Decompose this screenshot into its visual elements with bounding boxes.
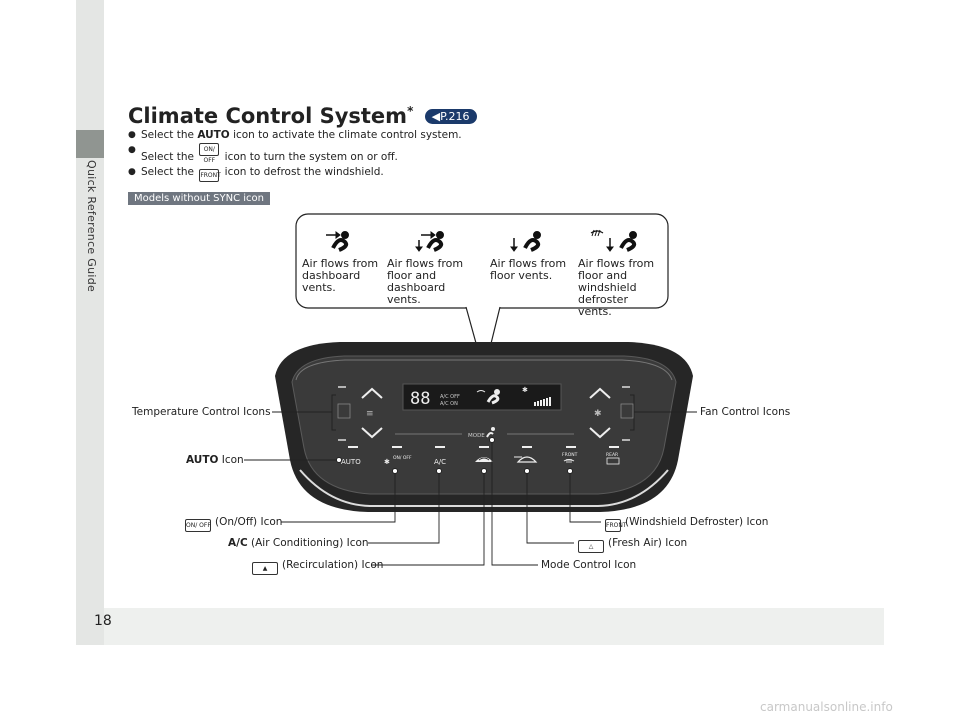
- mode-button-label: MODE: [468, 433, 485, 439]
- mode-label-floor: Air flows from floor vents.: [490, 257, 567, 282]
- ac-on-readout: A/C ON: [440, 401, 458, 407]
- fresh-air-button[interactable]: [514, 456, 538, 463]
- fresh-air-callout-text: (Fresh Air) Icon: [608, 537, 688, 549]
- display-mode-icon: [476, 389, 500, 405]
- onoff-button-label: ON/ OFF: [393, 455, 412, 461]
- floor-windshield-vent-icon: [590, 229, 637, 252]
- svg-text:✱: ✱: [384, 458, 390, 466]
- defroster-callout-text: (Windshield Defroster) Icon: [625, 516, 769, 528]
- onoff-icon: ON/ OFF: [185, 519, 211, 532]
- fan-icon: ✱: [594, 409, 602, 419]
- mode-button-icon[interactable]: [486, 427, 495, 438]
- mode-callout: Mode Control Icon: [541, 559, 637, 571]
- fan-callout: Fan Control Icons: [700, 406, 791, 418]
- list-item: Select the AUTO icon to activate the cli…: [128, 128, 462, 143]
- auto-button[interactable]: AUTO: [341, 458, 361, 466]
- ac-callout-bold: A/C: [228, 537, 248, 549]
- floor-vent-icon: [510, 231, 541, 252]
- fresh-air-callout: △ (Fresh Air) Icon: [578, 537, 687, 553]
- mode-label-floor-dashboard: Air flows from floor and dashboard vents…: [387, 257, 464, 306]
- rear-defroster-button[interactable]: REAR: [606, 452, 620, 465]
- ac-off-readout: A/C OFF: [440, 394, 460, 400]
- recirculation-callout-text: (Recirculation) Icon: [282, 559, 384, 571]
- model-badge: Models without SYNC icon: [128, 192, 271, 205]
- ac-callout-text: (Air Conditioning) Icon: [247, 537, 369, 549]
- temp-readout: 88: [410, 389, 430, 409]
- mode-label-dashboard: Air flows from dashboard vents.: [302, 257, 379, 294]
- bullet-text: icon to turn the system on or off.: [221, 151, 398, 163]
- recirculation-icon: ▲: [252, 562, 278, 575]
- auto-keyword: AUTO: [197, 129, 230, 141]
- title-asterisk: *: [407, 104, 414, 118]
- onoff-button[interactable]: ✱ ON/ OFF: [384, 455, 412, 466]
- sidebar-marker: [76, 130, 104, 158]
- watermark: carmanualsonline.info: [760, 700, 893, 714]
- title-text: Climate Control System: [128, 104, 408, 128]
- auto-callout-bold: AUTO: [186, 454, 219, 466]
- list-item: Select the ON/ OFF icon to turn the syst…: [128, 143, 462, 165]
- bullet-text: Select the: [141, 166, 198, 178]
- temp-up-button[interactable]: [361, 387, 383, 399]
- auto-callout: AUTO Icon: [186, 454, 244, 466]
- display-fan-icon: ✱: [522, 386, 528, 394]
- bullet-text: Select the: [141, 151, 198, 163]
- sidebar-label: Quick Reference Guide: [85, 160, 98, 293]
- page-ref-label: P.216: [440, 110, 470, 123]
- fan-level-bars: [534, 397, 551, 406]
- page-ref-link[interactable]: ◀P.216: [424, 109, 477, 124]
- temperature-callout: Temperature Control Icons: [132, 406, 271, 418]
- bullet-text: icon to defrost the windshield.: [221, 166, 384, 178]
- defroster-icon: FRONT: [199, 169, 221, 182]
- defroster-icon: FRONT: [605, 519, 627, 532]
- temp-icon: ≡: [366, 409, 374, 419]
- page-number: 18: [94, 613, 112, 629]
- temp-down-button[interactable]: [361, 427, 383, 439]
- ac-button[interactable]: A/C: [434, 458, 446, 466]
- floor-dashboard-vent-icon: [415, 231, 444, 252]
- fan-up-button[interactable]: [589, 387, 611, 399]
- ac-callout: A/C (Air Conditioning) Icon: [228, 537, 369, 549]
- onoff-icon: ON/ OFF: [199, 143, 220, 164]
- recirculation-button[interactable]: [475, 457, 493, 462]
- recirculation-callout: ▲ (Recirculation) Icon: [252, 559, 383, 575]
- dashboard-vent-icon: [326, 231, 349, 252]
- onoff-callout: ON/ OFF (On/Off) Icon: [185, 516, 282, 532]
- front-defroster-button[interactable]: FRONT: [562, 452, 578, 463]
- bullet-text: Select the: [141, 129, 198, 141]
- mode-label-floor-windshield: Air flows from floor and windshield defr…: [578, 257, 655, 318]
- defroster-callout: FRONT(Windshield Defroster) Icon: [605, 516, 768, 532]
- front-button-label: FRONT: [562, 452, 578, 458]
- bullet-text: icon to activate the climate control sys…: [229, 129, 462, 141]
- page-title: Climate Control System* ◀P.216: [128, 104, 477, 128]
- fresh-air-icon: △: [578, 540, 604, 553]
- onoff-callout-text: (On/Off) Icon: [215, 516, 283, 528]
- auto-callout-text: Icon: [218, 454, 244, 466]
- rear-button-label: REAR: [606, 452, 618, 458]
- fan-down-button[interactable]: [589, 427, 611, 439]
- sidebar-tab: [76, 0, 104, 645]
- list-item: Select the FRONT icon to defrost the win…: [128, 165, 462, 182]
- instruction-list: Select the AUTO icon to activate the cli…: [128, 128, 462, 182]
- callout-lines: [244, 394, 697, 566]
